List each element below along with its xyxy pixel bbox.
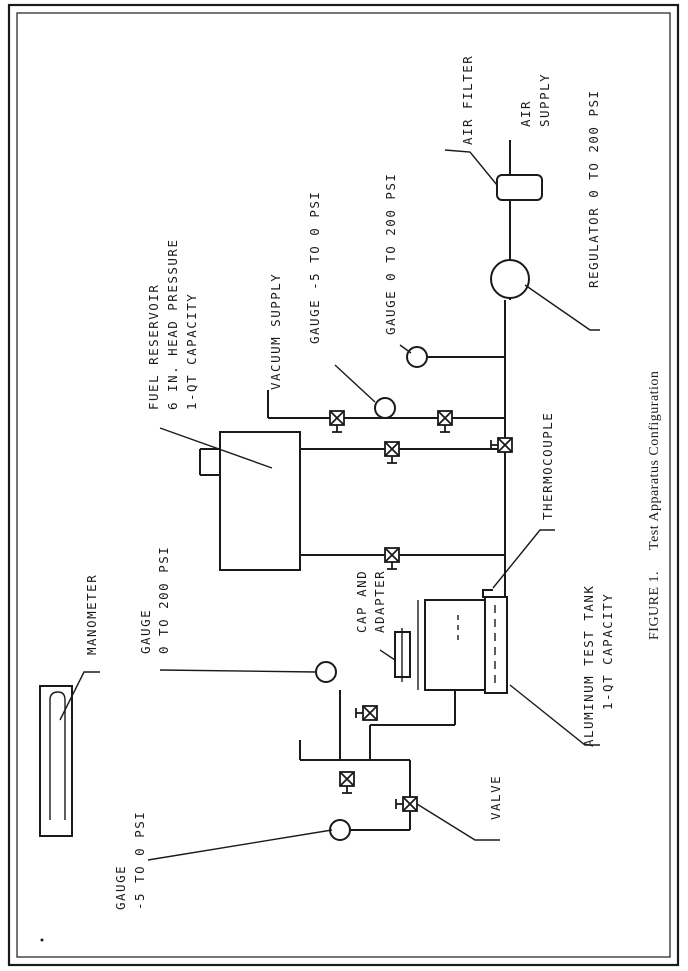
- label-thermocouple: THERMOCOUPLE: [540, 412, 555, 520]
- leader-lines: [59, 149, 600, 861]
- label-gauge-neg5-2: -5 TO 0 PSI: [132, 811, 147, 910]
- gauge-0-200-lower: [315, 661, 337, 683]
- aluminum-test-tank: [417, 596, 508, 694]
- valve-5: [490, 437, 513, 453]
- gauge-vacuum-upper: [374, 397, 396, 419]
- label-cap-adapter-1: CAP AND: [354, 570, 369, 633]
- thermocouple: [482, 589, 505, 598]
- regulator: [490, 259, 530, 299]
- label-fuel-reservoir-3: 1-QT CAPACITY: [184, 293, 199, 410]
- valve-3: [384, 441, 400, 464]
- figure-title: Test Apparatus Configuration: [647, 371, 662, 550]
- label-fuel-reservoir-1: FUEL RESERVOIR: [146, 284, 161, 410]
- label-tank-1: ALUMINUM TEST TANK: [581, 585, 596, 747]
- figure-number: FIGURE 1.: [647, 571, 662, 640]
- cap-and-adapter: [394, 628, 411, 682]
- scan-dot: [40, 938, 44, 942]
- inner-border: [16, 12, 671, 958]
- label-gauge-neg5-1: GAUGE: [113, 865, 128, 910]
- valve-1: [329, 410, 345, 433]
- gauge-neg5-lower: [329, 819, 351, 841]
- valve-7: [339, 771, 355, 794]
- valve-8: [395, 796, 418, 812]
- label-gauge-0-200-2: 0 TO 200 PSI: [156, 546, 171, 654]
- valve-6: [355, 705, 378, 721]
- gauge-0-200-upper: [406, 346, 428, 368]
- manometer: [39, 685, 73, 837]
- label-fuel-reservoir-2: 6 IN. HEAD PRESSURE: [165, 239, 180, 411]
- label-air-filter: AIR FILTER: [460, 55, 475, 145]
- label-gauge-vacuum: GAUGE -5 TO 0 PSI: [307, 191, 322, 344]
- label-valve: VALVE: [488, 775, 503, 820]
- label-gauge-positive: GAUGE 0 TO 200 PSI: [383, 173, 398, 335]
- caption: FIGURE 1. Test Apparatus Configuration: [647, 371, 662, 640]
- valve-4: [384, 547, 400, 570]
- fuel-reservoir: [219, 431, 301, 571]
- label-tank-2: 1-QT CAPACITY: [600, 593, 615, 710]
- air-filter: [496, 174, 543, 201]
- label-regulator: REGULATOR 0 TO 200 PSI: [586, 89, 601, 288]
- label-air-supply-2: SUPPLY: [537, 73, 552, 127]
- label-vacuum-supply: VACUUM SUPPLY: [268, 273, 283, 390]
- valve-2: [437, 410, 453, 433]
- valves: [329, 410, 513, 812]
- outer-border: [7, 3, 680, 967]
- label-gauge-0-200-1: GAUGE: [138, 609, 153, 654]
- label-manometer: MANOMETER: [84, 574, 99, 655]
- label-cap-adapter-2: ADAPTER: [372, 570, 387, 633]
- label-air-supply-1: AIR: [518, 100, 533, 127]
